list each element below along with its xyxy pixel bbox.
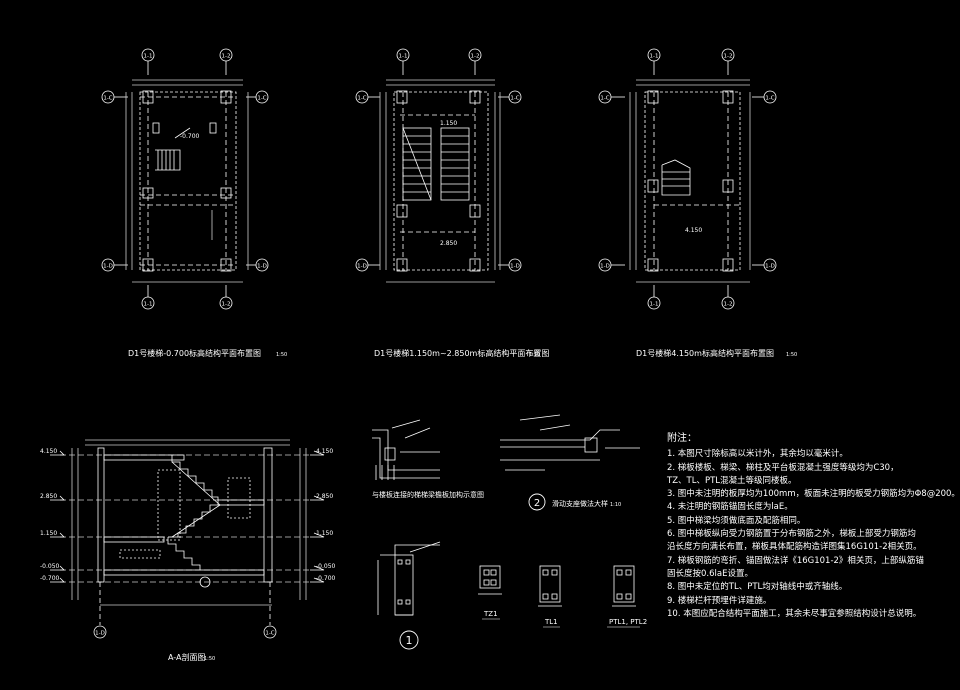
axis-label: 1-1 bbox=[650, 302, 659, 308]
axis-label: 1-D bbox=[103, 264, 113, 270]
note-item: 9. 楼梯栏杆预埋件详建施。 bbox=[667, 595, 772, 606]
level-mark: -0.700 bbox=[180, 133, 200, 140]
axis-label: 1-1 bbox=[144, 302, 153, 308]
callout-number: 1 bbox=[406, 634, 413, 647]
axis-label: 1-2 bbox=[471, 54, 480, 60]
note-item: 6. 图中梯板纵向受力钢筋置于分布钢筋之外，梯板上部受力钢筋均 bbox=[667, 529, 916, 540]
axis-label: 1-2 bbox=[222, 302, 231, 308]
elevation-label: 1.150 bbox=[40, 530, 57, 537]
elevation-label: -0.700 bbox=[40, 575, 60, 582]
plan-1 bbox=[101, 48, 269, 310]
axis-label: 1-D bbox=[95, 631, 105, 637]
axis-label: 1-D bbox=[510, 264, 520, 270]
detail-slide-bearing bbox=[500, 414, 640, 471]
axis-label: 1-1 bbox=[399, 54, 408, 60]
note-item: 沿长度方向满长布置，梯板具体配筋构造详图集16G101-2相关页。 bbox=[667, 542, 922, 553]
elevation-label: -0.050 bbox=[316, 563, 336, 570]
axis-label: 1-D bbox=[357, 264, 367, 270]
plan-title: D1号楼梯1.150m~2.850m标高结构平面布置图 bbox=[374, 348, 549, 358]
plan-2 bbox=[355, 48, 522, 283]
scale-label: 1:10 bbox=[610, 502, 621, 508]
level-mark: 2.850 bbox=[440, 240, 457, 247]
section-details bbox=[377, 541, 636, 616]
cad-drawing-canvas: 1-1 1-2 1-C 1-D 1-C 1-D 1-1 1-2 1-1 1-2 … bbox=[40, 48, 798, 662]
elevation-label: 4.150 bbox=[40, 448, 57, 455]
general-notes: 附注： 1. 本图尺寸除标高以米计外，其余均以毫米计。 2. 梯板楼板、梯梁、梯… bbox=[667, 432, 960, 621]
note-item: TZ、TL、PTL混凝土等级同楼板。 bbox=[667, 475, 797, 486]
plan-3 bbox=[598, 48, 777, 310]
section-aa bbox=[50, 439, 325, 639]
axis-label: 1-2 bbox=[724, 54, 733, 60]
axis-label: 1-D bbox=[257, 264, 267, 270]
scale-label: 1:50 bbox=[276, 352, 287, 358]
axis-label: 1-1 bbox=[144, 54, 153, 60]
axis-label: 1-D bbox=[600, 264, 610, 270]
axis-label: 1-C bbox=[103, 96, 112, 102]
axis-label: 1-D bbox=[765, 264, 775, 270]
callout-circle bbox=[528, 493, 546, 511]
note-item: 2. 梯板楼板、梯梁、梯柱及平台板混凝土强度等级均为C30， bbox=[667, 462, 899, 473]
elevation-label: -0.700 bbox=[316, 575, 336, 582]
elevation-label: -0.050 bbox=[40, 563, 60, 570]
detail-title: 滑动支座做法大样 bbox=[552, 499, 608, 508]
callout-number: 2 bbox=[534, 498, 540, 509]
notes-title: 附注： bbox=[667, 433, 697, 444]
scale-label: 1:50 bbox=[529, 352, 540, 358]
callout-circle bbox=[399, 630, 419, 650]
note-item: 4. 未注明的钢筋锚固长度为laE。 bbox=[667, 502, 793, 513]
section-label-tz1: TZ1 bbox=[483, 610, 498, 618]
level-mark: 1.150 bbox=[440, 120, 457, 127]
axis-label: 1-C bbox=[765, 96, 774, 102]
level-mark: 4.150 bbox=[685, 227, 702, 234]
scale-label: 1:50 bbox=[204, 656, 215, 662]
note-item: 3. 图中未注明的板厚均为100mm，板面未注明的板受力钢筋均为Φ8@200。 bbox=[667, 489, 960, 500]
axis-label: 1-C bbox=[357, 96, 366, 102]
note-item: 8. 图中未定位的TL、PTL均对轴线中或齐轴线。 bbox=[667, 582, 848, 593]
section-label-tl1: TL1 bbox=[544, 618, 558, 626]
note-item: 1. 本图尺寸除标高以米计外，其余均以毫米计。 bbox=[667, 449, 848, 460]
elevation-label: 1.150 bbox=[316, 530, 333, 537]
axis-label: 1-1 bbox=[650, 54, 659, 60]
axis-label: 1-C bbox=[265, 631, 274, 637]
axis-label: 1-2 bbox=[222, 54, 231, 60]
elevation-label: 4.150 bbox=[316, 448, 333, 455]
detail-slab-connection bbox=[372, 419, 440, 480]
axis-label: 1-C bbox=[510, 96, 519, 102]
axis-label: 1-2 bbox=[724, 302, 733, 308]
plan-title: D1号楼梯4.150m标高结构平面布置图 bbox=[636, 348, 774, 358]
note-item: 7. 梯板钢筋的弯折、锚固做法详《16G101-2》相关页，上部纵筋锚 bbox=[667, 555, 924, 566]
axis-label: 1-C bbox=[257, 96, 266, 102]
axis-label: 1-C bbox=[600, 96, 609, 102]
scale-label: 1:50 bbox=[786, 352, 797, 358]
plan-title: D1号楼梯-0.700标高结构平面布置图 bbox=[128, 348, 261, 358]
section-label-ptl: PTL1, PTL2 bbox=[609, 618, 647, 626]
note-item: 5. 图中梯梁均须做底面及配筋相同。 bbox=[667, 515, 806, 526]
note-item: 10. 本图应配合结构平面施工，其余未尽事宜参照结构设计总说明。 bbox=[667, 608, 922, 619]
elevation-label: 2.850 bbox=[316, 493, 333, 500]
elevation-label: 2.850 bbox=[40, 493, 57, 500]
note-item: 固长度按0.6laE设置。 bbox=[667, 568, 753, 579]
section-title: A-A剖面图 bbox=[168, 652, 205, 662]
detail-title: 与楼板连接的梯梯梁檐板加构示意图 bbox=[372, 490, 484, 499]
